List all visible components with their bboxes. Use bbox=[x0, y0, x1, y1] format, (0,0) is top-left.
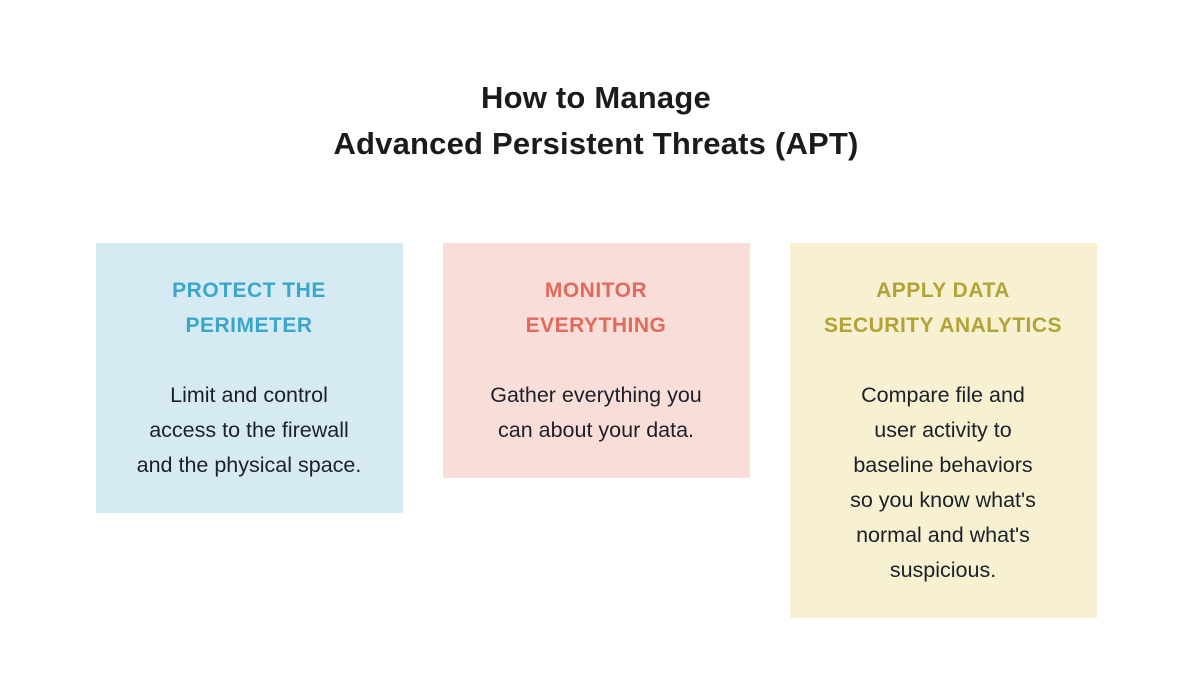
page-title: How to Manage Advanced Persistent Threat… bbox=[0, 75, 1192, 167]
card-body: Gather everything you can about your dat… bbox=[461, 378, 732, 448]
card-heading-line: PERIMETER bbox=[185, 314, 313, 337]
infographic-page: How to Manage Advanced Persistent Threat… bbox=[0, 75, 1192, 687]
card-heading-line: SECURITY ANALYTICS bbox=[823, 314, 1063, 337]
card-heading-line: MONITOR bbox=[544, 279, 648, 302]
card-heading: PROTECT THE PERIMETER bbox=[114, 273, 385, 343]
card-body-line: so you know what's bbox=[850, 488, 1036, 512]
card-body-line: normal and what's bbox=[856, 523, 1030, 547]
card-protect-the-perimeter: PROTECT THE PERIMETER Limit and control … bbox=[95, 243, 403, 513]
card-body-line: and the physical space. bbox=[136, 453, 362, 477]
card-body-line: can about your data. bbox=[497, 418, 695, 442]
page-title-line-1: How to Manage bbox=[481, 80, 711, 115]
card-monitor-everything: MONITOR EVERYTHING Gather everything you… bbox=[442, 243, 750, 478]
card-heading: MONITOR EVERYTHING bbox=[461, 273, 732, 343]
card-heading-line: PROTECT THE bbox=[172, 279, 326, 302]
card-body-line: Gather everything you bbox=[490, 383, 702, 407]
card-heading-line: EVERYTHING bbox=[525, 314, 667, 337]
card-body-line: Limit and control bbox=[170, 383, 328, 407]
card-body-line: baseline behaviors bbox=[853, 453, 1033, 477]
cards-row: PROTECT THE PERIMETER Limit and control … bbox=[0, 243, 1192, 618]
card-body: Compare file and user activity to baseli… bbox=[808, 378, 1079, 588]
card-heading-line: APPLY DATA bbox=[876, 279, 1010, 302]
card-body-line: user activity to bbox=[874, 418, 1012, 442]
card-body-line: suspicious. bbox=[889, 558, 997, 582]
card-body: Limit and control access to the firewall… bbox=[114, 378, 385, 483]
page-title-line-2: Advanced Persistent Threats (APT) bbox=[333, 126, 859, 161]
card-body-line: access to the firewall bbox=[149, 418, 349, 442]
card-body-line: Compare file and bbox=[861, 383, 1025, 407]
card-apply-data-security-analytics: APPLY DATA SECURITY ANALYTICS Compare fi… bbox=[789, 243, 1097, 618]
card-heading: APPLY DATA SECURITY ANALYTICS bbox=[808, 273, 1079, 343]
